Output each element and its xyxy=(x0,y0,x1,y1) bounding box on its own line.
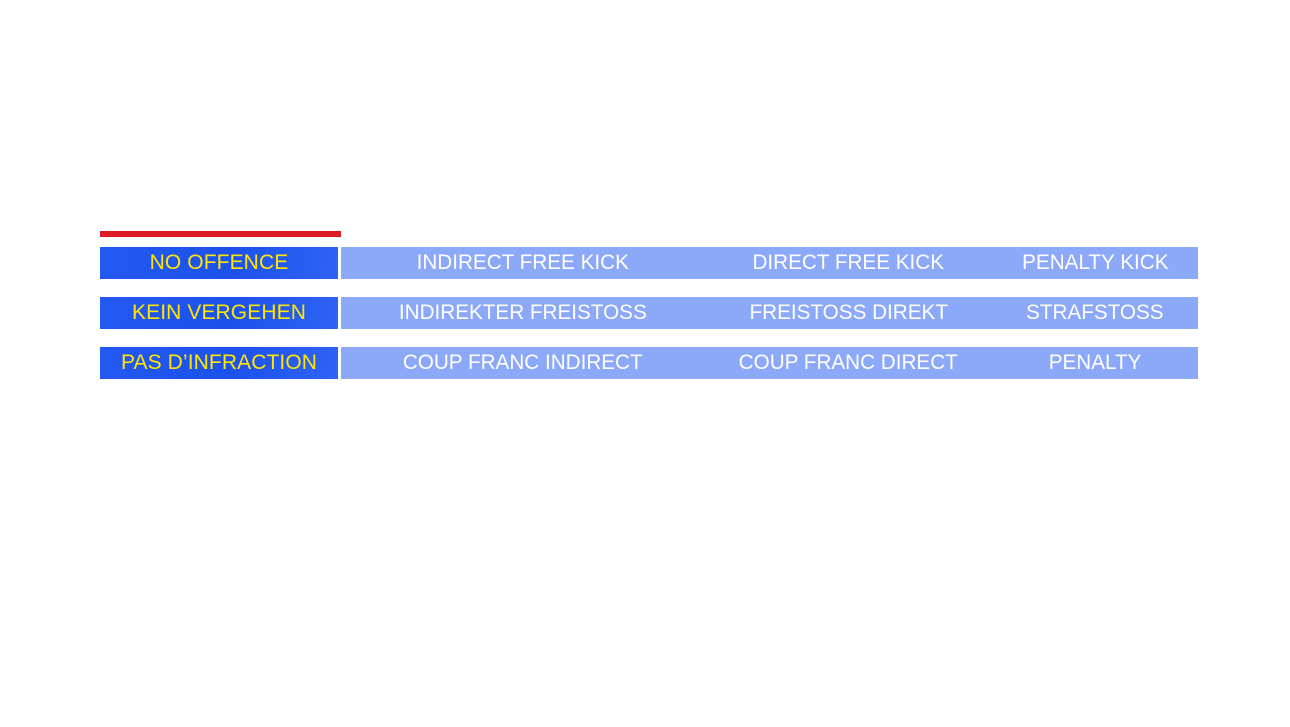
sanction-cell-penalty[interactable]: PENALTY xyxy=(992,347,1198,379)
offence-cell-english[interactable]: NO OFFENCE xyxy=(100,247,338,279)
offence-cell-german[interactable]: KEIN VERGEHEN xyxy=(100,297,338,329)
sanction-cell-penalty-kick[interactable]: PENALTY KICK xyxy=(992,247,1198,279)
sanction-label: INDIREKTER FREISTOSS xyxy=(399,301,647,324)
sanction-label: INDIRECT FREE KICK xyxy=(416,251,630,274)
sanction-label: STRAFSTOSS xyxy=(1026,301,1164,324)
offence-cell-french[interactable]: PAS D’INFRACTION xyxy=(100,347,338,379)
sanction-band-german: INDIREKTER FREISTOSS FREISTOSS DIREKT ST… xyxy=(341,297,1198,329)
red-accent-rule xyxy=(100,231,341,237)
sanction-cell-strafstoss[interactable]: STRAFSTOSS xyxy=(992,297,1198,329)
sanction-label: DIRECT FREE KICK xyxy=(752,251,945,274)
sanction-cell-indirekter-freistoss[interactable]: INDIREKTER FREISTOSS xyxy=(341,297,705,329)
sanction-cell-freistoss-direkt[interactable]: FREISTOSS DIREKT xyxy=(705,297,992,329)
sanction-label: PENALTY xyxy=(1048,351,1142,374)
offence-label: PAS D’INFRACTION xyxy=(120,351,318,374)
cell-divider xyxy=(338,247,341,279)
table-row: NO OFFENCE INDIRECT FREE KICK DIRECT FRE… xyxy=(100,247,1198,279)
sanction-table: NO OFFENCE INDIRECT FREE KICK DIRECT FRE… xyxy=(100,247,1198,379)
cell-divider xyxy=(338,297,341,329)
sanction-cell-coup-franc-indirect[interactable]: COUP FRANC INDIRECT xyxy=(341,347,705,379)
sanction-cell-coup-franc-direct[interactable]: COUP FRANC DIRECT xyxy=(705,347,992,379)
table-row: KEIN VERGEHEN INDIREKTER FREISTOSS FREIS… xyxy=(100,297,1198,329)
sanction-label: FREISTOSS DIREKT xyxy=(749,301,948,324)
cell-divider xyxy=(338,347,341,379)
sanction-label: PENALTY KICK xyxy=(1021,251,1169,274)
sanction-label: COUP FRANC INDIRECT xyxy=(403,351,643,374)
sanction-band-french: COUP FRANC INDIRECT COUP FRANC DIRECT PE… xyxy=(341,347,1198,379)
sanction-cell-indirect-free-kick[interactable]: INDIRECT FREE KICK xyxy=(341,247,705,279)
sanction-label: COUP FRANC DIRECT xyxy=(738,351,959,374)
sanction-cell-direct-free-kick[interactable]: DIRECT FREE KICK xyxy=(705,247,992,279)
table-row: PAS D’INFRACTION COUP FRANC INDIRECT COU… xyxy=(100,347,1198,379)
offence-label: KEIN VERGEHEN xyxy=(131,301,306,324)
offence-label: NO OFFENCE xyxy=(149,251,289,274)
sanction-band-english: INDIRECT FREE KICK DIRECT FREE KICK PENA… xyxy=(341,247,1198,279)
